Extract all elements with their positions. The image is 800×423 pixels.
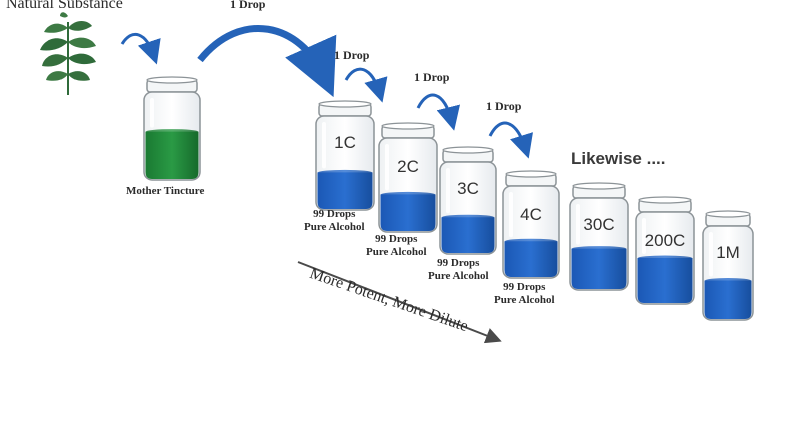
alcohol-label-4: 99 Drops Pure Alcohol	[494, 281, 555, 307]
jar-200c	[635, 196, 695, 305]
jar-1m	[702, 210, 754, 321]
likewise-label: Likewise ....	[571, 149, 666, 168]
arrow-3c-to-4c	[488, 121, 533, 159]
alcohol-label-1-line1: 99 Drops	[313, 208, 356, 220]
alcohol-label-3-line1: 99 Drops	[437, 257, 480, 269]
jar-4c	[502, 170, 560, 279]
drop-label-4: 1 Drop	[486, 99, 522, 113]
alcohol-label-1: 99 Drops Pure Alcohol	[304, 208, 365, 234]
alcohol-label-4-line1: 99 Drops	[503, 281, 546, 293]
drop-label-3: 1 Drop	[414, 70, 450, 84]
arrow-mother-to-1c	[197, 24, 337, 98]
jar-200c-label: 200C	[645, 231, 686, 250]
jar-1m-label: 1M	[716, 243, 740, 262]
alcohol-label-3: 99 Drops Pure Alcohol	[428, 257, 489, 283]
jar-1c-label: 1C	[334, 133, 356, 152]
alcohol-label-1-line2: Pure Alcohol	[304, 221, 365, 233]
arrow-1c-to-2c	[344, 67, 388, 103]
jar-30c-label: 30C	[583, 215, 614, 234]
arrow-plant-to-mother	[120, 32, 161, 65]
jar-30c	[569, 182, 629, 291]
alcohol-label-3-line2: Pure Alcohol	[428, 270, 489, 282]
drop-label-2: 1 Drop	[334, 48, 370, 62]
mother-tincture-jar	[143, 76, 201, 181]
natural-substance-label: Natural Substance	[6, 0, 123, 12]
drop-label-1: 1 Drop	[230, 0, 266, 11]
jar-2c-label: 2C	[397, 157, 419, 176]
jar-2c	[378, 122, 438, 233]
potency-arrow	[297, 261, 502, 344]
alcohol-label-2-line2: Pure Alcohol	[366, 246, 427, 258]
jar-4c-label: 4C	[520, 205, 542, 224]
mother-tincture-label: Mother Tincture	[126, 185, 205, 197]
alcohol-label-4-line2: Pure Alcohol	[494, 294, 555, 306]
jar-3c	[439, 146, 497, 255]
alcohol-label-2: 99 Drops Pure Alcohol	[366, 233, 427, 259]
jar-1c	[315, 100, 375, 211]
jar-3c-label: 3C	[457, 179, 479, 198]
plant-icon	[40, 12, 96, 95]
arrow-2c-to-3c	[416, 93, 460, 131]
alcohol-label-2-line1: 99 Drops	[375, 233, 418, 245]
